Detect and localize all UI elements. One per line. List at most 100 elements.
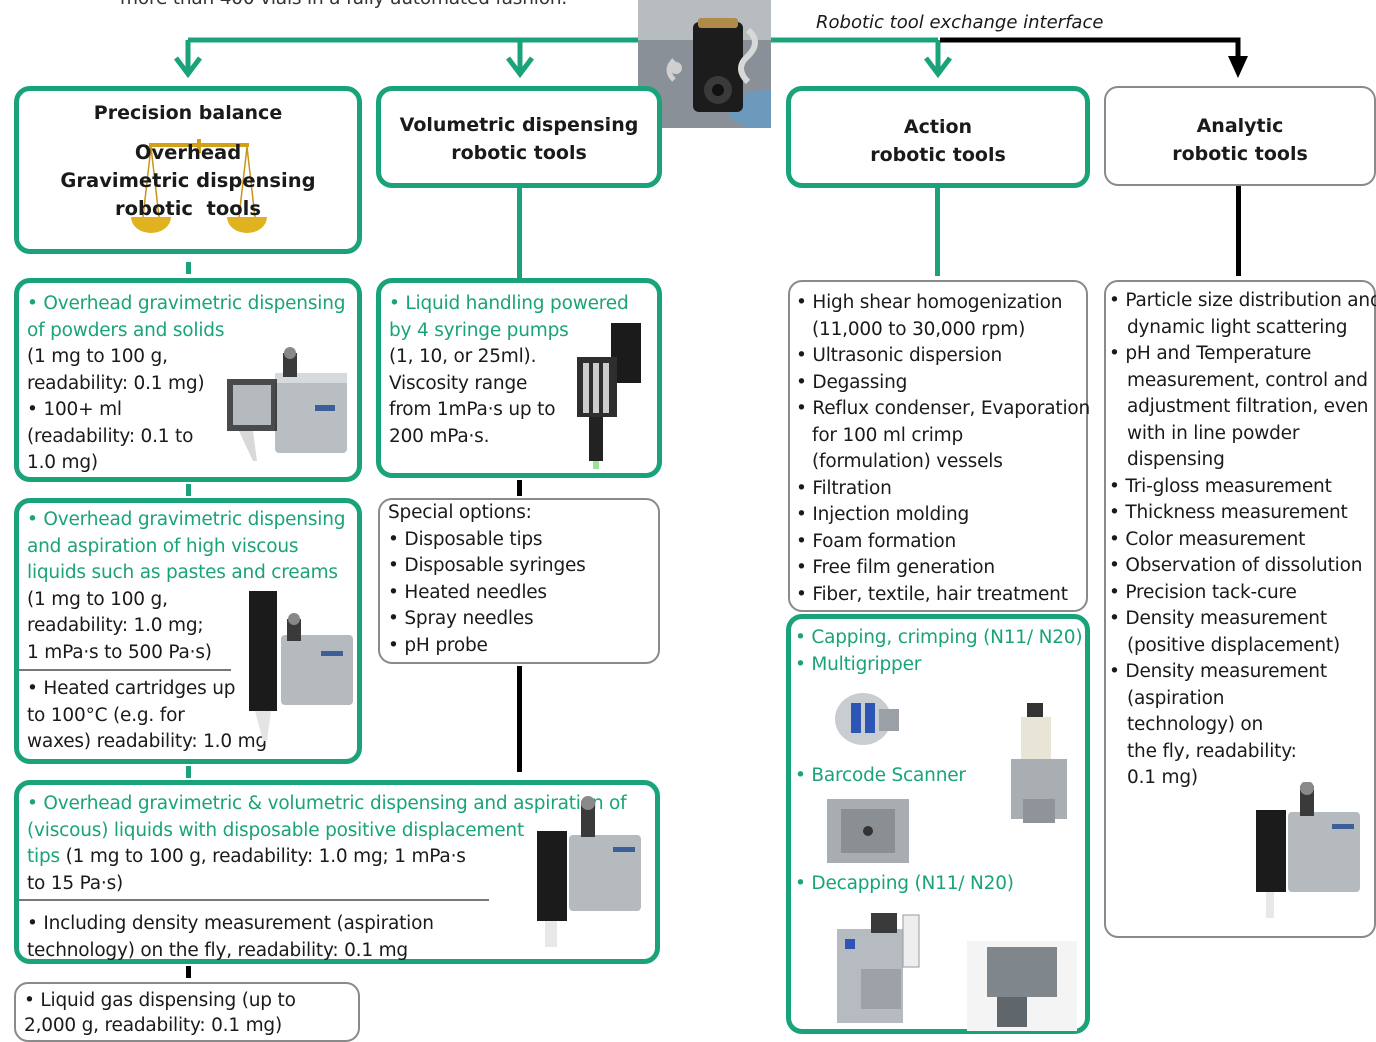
interface-caption: Robotic tool exchange interface: [816, 12, 1104, 33]
liquid-handling-box: • Liquid handling powered by 4 syringe p…: [376, 278, 662, 478]
displacement-green-2: (viscous) liquids with disposable positi…: [27, 819, 525, 841]
stub-action-green: [935, 186, 940, 276]
action-item-8: • Filtration: [796, 477, 892, 499]
special-options-heading: Special options:: [388, 502, 532, 523]
displacement-line-3-rest: (1 mg to 100 g, readability: 1.0 mg; 1 m…: [59, 846, 466, 867]
action-tools-box: • Capping, crimping (N11/ N20) • Multigr…: [786, 614, 1090, 1034]
liquid-gas-line-1: • Liquid gas dispensing (up to: [24, 990, 296, 1011]
viscous-green-3: liquids such as pastes and creams: [27, 562, 338, 583]
action-item-6: for 100 ml crimp: [812, 424, 964, 446]
analytic-item-5: adjustment filtration, even: [1127, 396, 1369, 417]
stub-volumetric-black-1: [517, 480, 522, 496]
density-line-2: technology) on the fly, readability: 0.1…: [27, 939, 408, 961]
heated-up-text: up: [206, 678, 236, 699]
volumetric-header-box: Volumetric dispensing robotic tools: [376, 86, 662, 188]
action-item-10: • Foam formation: [796, 530, 957, 552]
analytic-item-12: • Precision tack-cure: [1109, 581, 1297, 603]
analytic-header-box: Analytic robotic tools: [1104, 86, 1376, 186]
liquid-gas-box: • Liquid gas dispensing (up to 2,000 g, …: [14, 982, 360, 1042]
robotic-interface-photo: [638, 0, 771, 128]
action-title-2: robotic tools: [870, 144, 1006, 166]
barcode-scanner-image: [827, 799, 909, 863]
displacement-green-1: • Overhead gravimetric & volumetric disp…: [27, 793, 627, 814]
black-bus-line: [940, 37, 1241, 64]
special-option-2: • Disposable syringes: [388, 555, 586, 576]
analytic-title-1: Analytic: [1196, 115, 1284, 137]
special-option-5: • pH probe: [388, 634, 488, 656]
viscous-dispenser-device-image: [249, 591, 353, 741]
decapping-tool-image-1: [837, 913, 920, 1023]
powders-box: • Overhead gravimetric dispensing of pow…: [14, 278, 362, 482]
analytic-item-7: dispensing: [1127, 449, 1225, 470]
stub-balance-2: [186, 484, 191, 496]
powders-green-2: of powders and solids: [27, 319, 225, 341]
decapping-tool-image-2: [967, 941, 1077, 1031]
capping-label: • Capping, crimping (N11/ N20): [795, 627, 1083, 648]
liquid-handling-green-1: • Liquid handling powered: [389, 293, 629, 314]
viscous-line-2: readability: 1.0 mg;: [27, 615, 204, 636]
barcode-scanner-label: • Barcode Scanner: [795, 765, 966, 786]
precision-balance-title: Precision balance: [93, 102, 283, 124]
analytic-item-4: measurement, control and: [1127, 369, 1368, 391]
volumetric-title-1: Volumetric dispensing: [399, 114, 639, 136]
viscous-line-3: 1 mPa·s to 500 Pa·s): [27, 641, 212, 663]
analytic-item-17: technology) on: [1127, 714, 1264, 735]
action-title-1: Action: [903, 116, 973, 138]
viscous-line-1: (1 mg to 100 g,: [27, 588, 168, 610]
heated-line-2: to 100°C (e.g. for: [27, 704, 185, 726]
analytic-item-15: • Density measurement: [1109, 661, 1327, 682]
action-item-7: (formulation) vessels: [812, 451, 1003, 472]
stub-balance-3: [186, 766, 191, 778]
volumetric-title-2: robotic tools: [451, 142, 587, 164]
special-option-4: • Spray needles: [388, 608, 534, 629]
liquid-handling-line-1: (1, 10, or 25ml).: [389, 346, 537, 367]
analytic-list-box: • Particle size distribution and dynamic…: [1104, 280, 1376, 938]
analytic-item-1: • Particle size distribution and: [1109, 290, 1376, 311]
analytic-item-10: • Color measurement: [1109, 528, 1306, 550]
action-item-11: • Free film generation: [796, 557, 995, 578]
viscous-divider: [19, 669, 231, 671]
displacement-box: • Overhead gravimetric & volumetric disp…: [14, 780, 660, 964]
analytic-item-14: (positive displacement): [1127, 634, 1340, 656]
action-list-box: • High shear homogenization (11,000 to 3…: [788, 280, 1091, 612]
density-line-1: • Including density measurement (aspirat…: [27, 913, 434, 934]
arrow-action: [924, 56, 952, 79]
analytic-title-2: robotic tools: [1172, 143, 1308, 165]
powders-line-3: • 100+ ml: [27, 399, 122, 420]
precision-balance-box: Precision balance Overhead Gravimetric d…: [14, 86, 362, 254]
action-item-2: (11,000 to 30,000 rpm): [812, 318, 1026, 340]
arrow-analytic: [1228, 56, 1248, 78]
displacement-dispenser-device-image: [537, 796, 641, 947]
liquid-handling-line-4: 200 mPa·s.: [389, 425, 490, 447]
top-text-fragment: more than 400 vials in a fully automated…: [120, 0, 567, 13]
stub-analytic-black: [1236, 186, 1241, 276]
stub-volumetric-green: [517, 186, 522, 278]
heated-line-1: • Heated cartridges up: [27, 676, 357, 703]
capping-tool-image: [1011, 703, 1067, 823]
analytic-item-2: dynamic light scattering: [1127, 316, 1348, 338]
subtitle-line-1: Overhead: [134, 141, 242, 164]
displacement-tips-text: tips: [27, 846, 60, 867]
stub-balance-4: [186, 966, 191, 978]
stub-balance-1: [186, 262, 191, 274]
viscous-green-1: • Overhead gravimetric dispensing: [27, 509, 346, 530]
displacement-line-4: to 15 Pa·s): [27, 872, 124, 894]
displacement-divider: [19, 899, 489, 901]
liquid-gas-line-2: 2,000 g, readability: 0.1 mg): [24, 1015, 282, 1036]
analytic-item-19: 0.1 mg): [1127, 767, 1198, 788]
action-item-1: • High shear homogenization: [796, 292, 1063, 313]
powders-line-2: readability: 0.1 mg): [27, 372, 205, 394]
liquid-handling-green-2: by 4 syringe pumps: [389, 319, 569, 341]
powders-line-4: (readability: 0.1 to: [27, 425, 194, 447]
arrow-balance: [174, 56, 202, 79]
analytic-item-13: • Density measurement: [1109, 608, 1327, 629]
liquid-handling-line-2: Viscosity range: [389, 372, 528, 394]
density-device-image: [1256, 782, 1360, 918]
liquid-handling-line-3: from 1mPa·s up to: [389, 399, 556, 420]
heated-cartridges-text: • Heated cartridges: [27, 678, 207, 699]
action-item-5: • Reflux condenser, Evaporation: [796, 398, 1091, 419]
action-item-4: • Degassing: [796, 371, 908, 393]
displacement-line-3: tips (1 mg to 100 g, readability: 1.0 mg…: [27, 844, 655, 871]
analytic-item-8: • Tri-gloss measurement: [1109, 475, 1332, 497]
